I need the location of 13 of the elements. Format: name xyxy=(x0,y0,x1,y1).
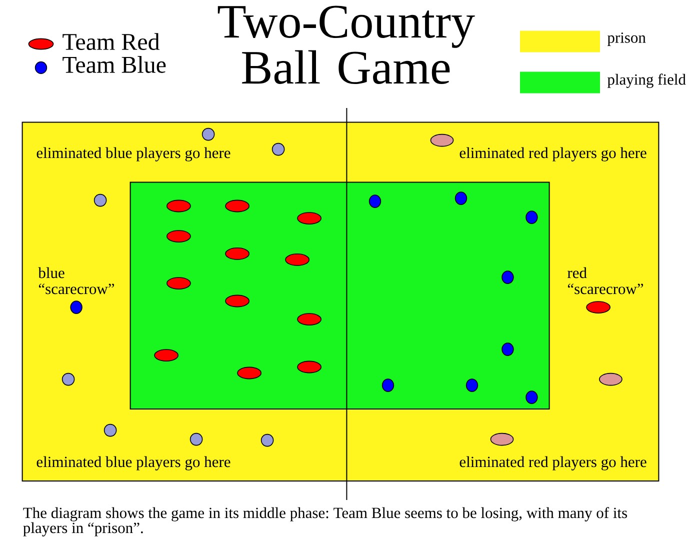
title: Two-Country Ball Game xyxy=(218,6,475,84)
zone-label: eliminated red players go here xyxy=(460,456,646,470)
playing-field xyxy=(130,182,550,410)
zone-label: eliminated blue players go here xyxy=(36,456,230,470)
zone-label: red “scarecrow” xyxy=(568,267,644,294)
legend-label: Team Red xyxy=(62,33,160,50)
legend-label: playing field xyxy=(607,74,686,88)
caption: The diagram shows the game in its middle phase: Team Blue seems to be losing, with many of its players in “prison”. xyxy=(23,507,628,536)
legend-label: Team Blue xyxy=(62,56,166,73)
zone-label: eliminated red players go here xyxy=(460,147,646,162)
legend-label: prison xyxy=(607,32,646,46)
zone-label: blue “scarecrow” xyxy=(38,267,114,294)
zone-label: eliminated blue players go here xyxy=(36,147,230,162)
